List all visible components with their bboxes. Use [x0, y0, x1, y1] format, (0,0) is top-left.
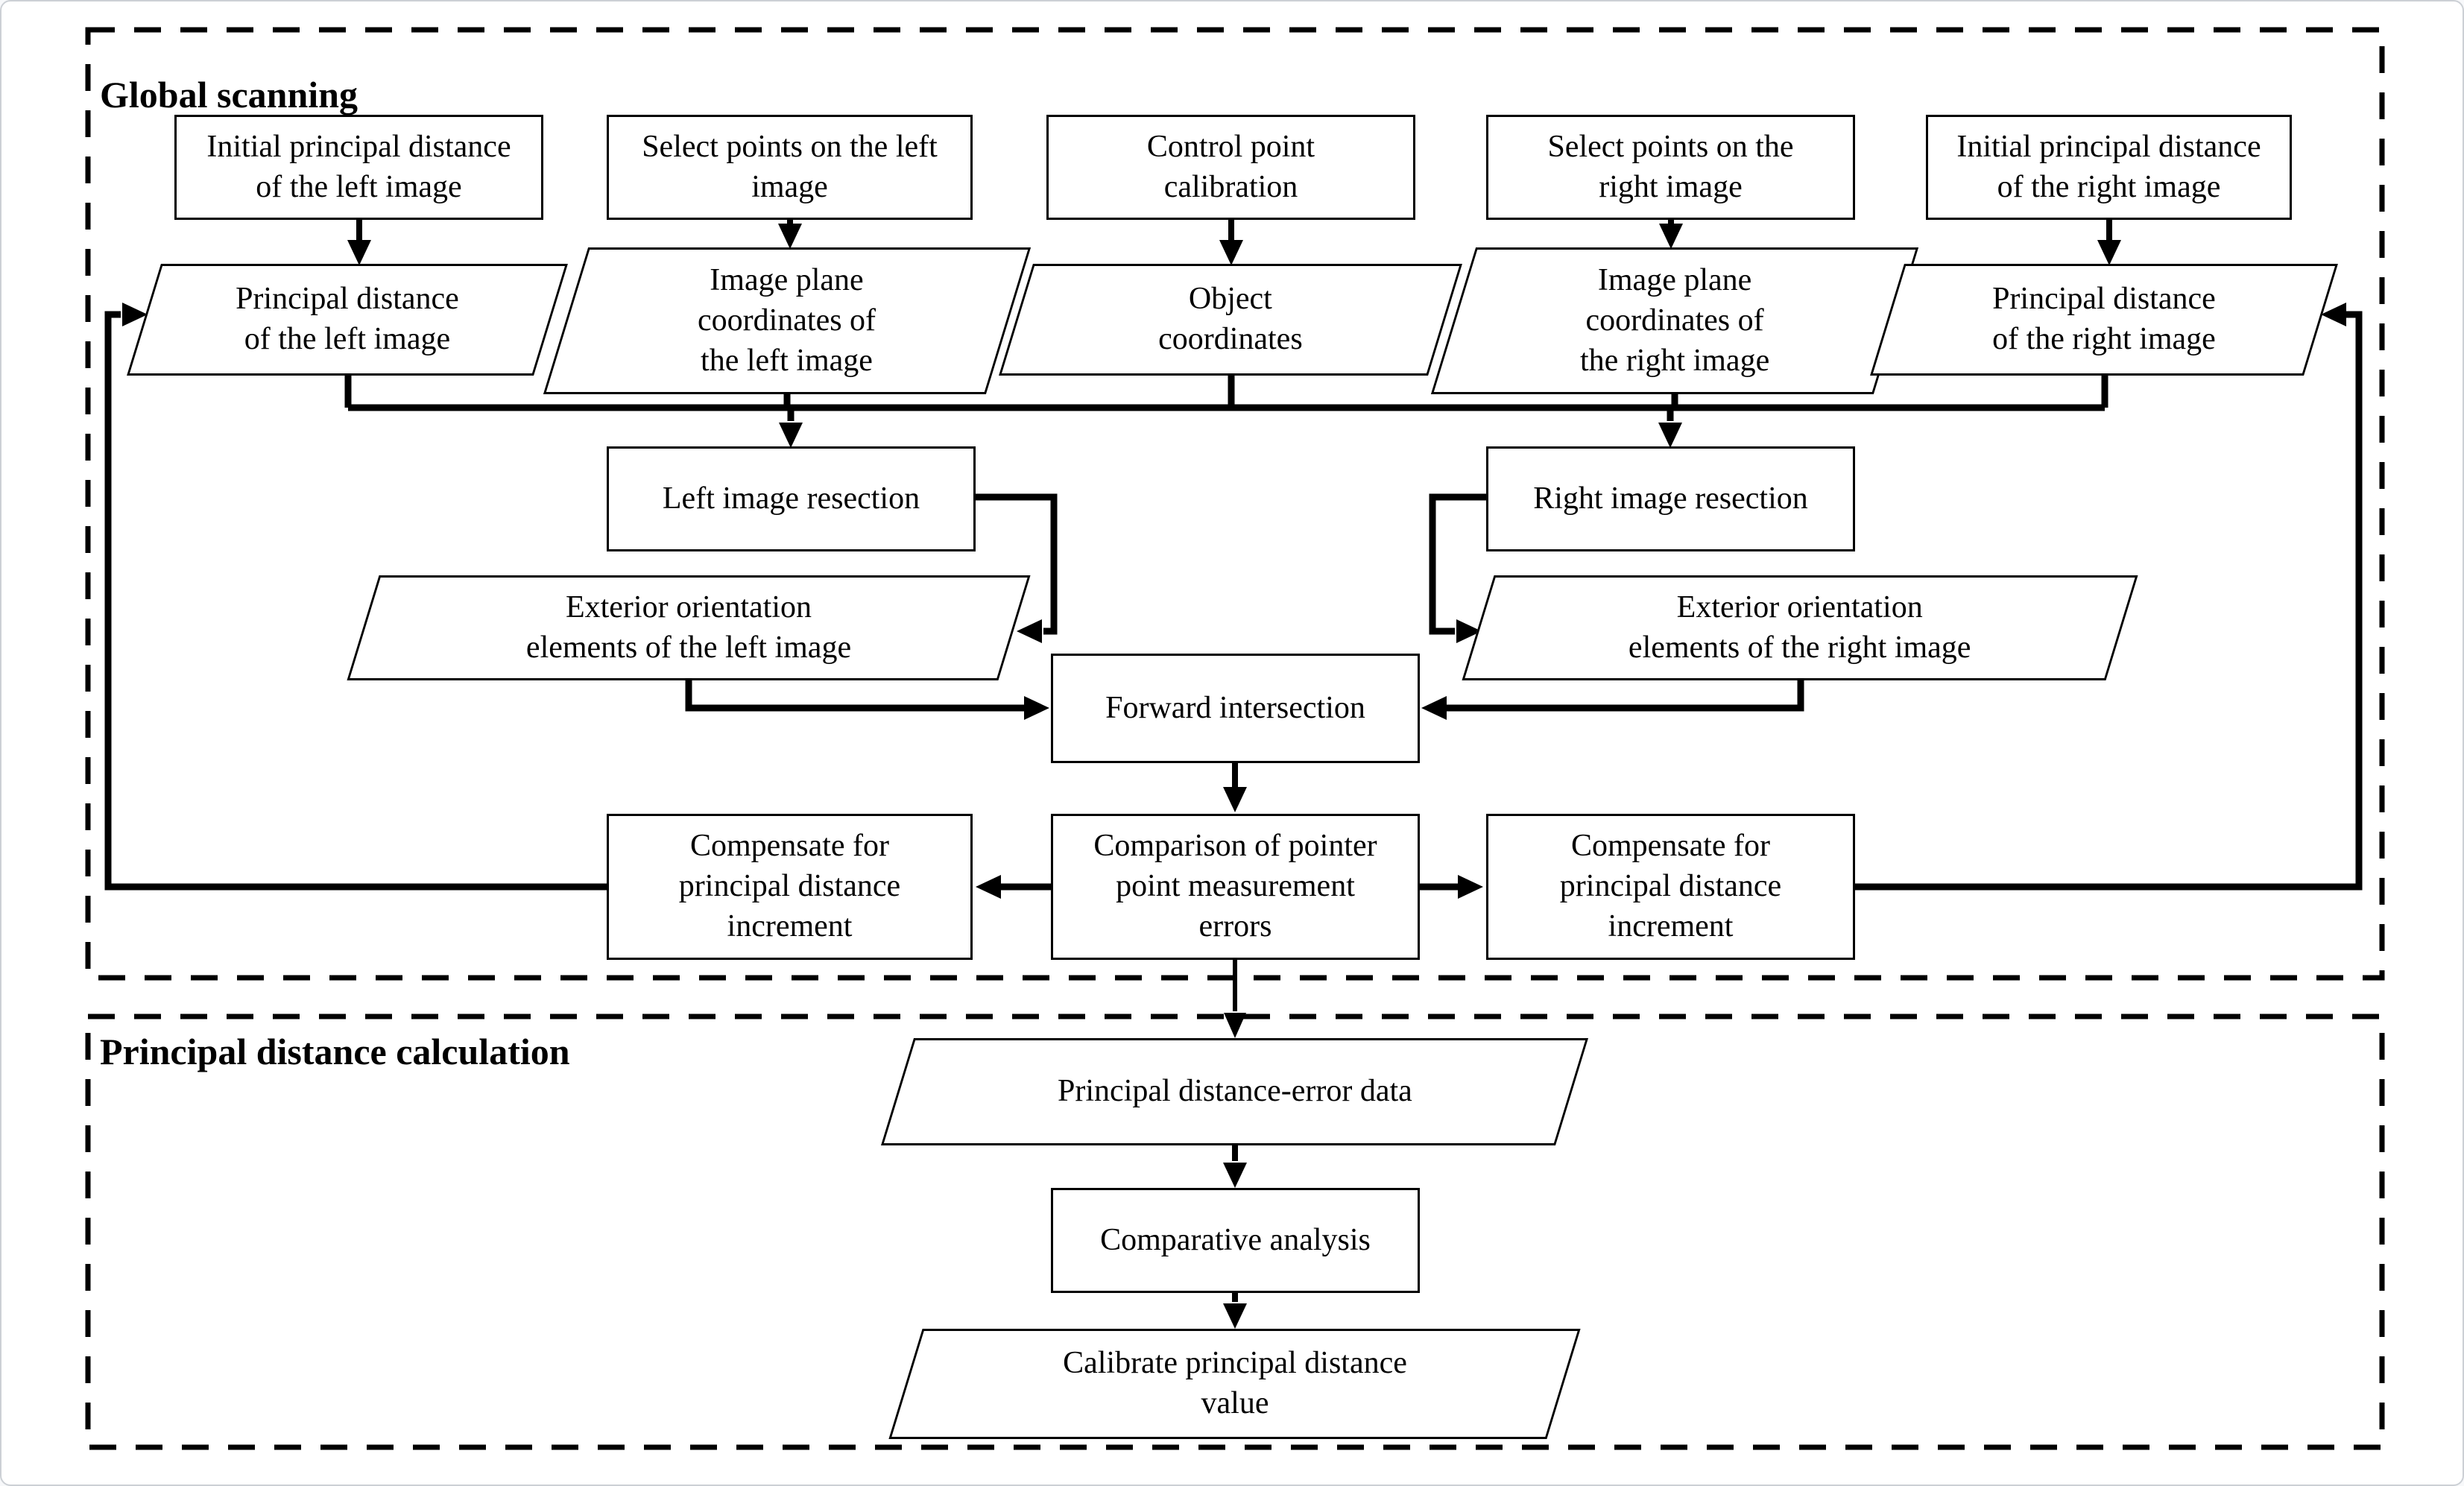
node-eo-left: Exterior orientation elements of the lef…: [347, 575, 1031, 680]
node-image-plane-left: Image plane coordinates of the left imag…: [543, 247, 1032, 394]
feedback-compensateright-pdright: [1855, 311, 2363, 891]
node-pd-right: Principal distance of the right image: [1870, 264, 2338, 376]
arrowhead: [1224, 1013, 1246, 1038]
node-forward-intersection: Forward intersection: [1051, 654, 1420, 763]
node-label: Initial principal distance of the right …: [1956, 129, 2261, 204]
arrowhead: [1223, 1303, 1247, 1329]
arrowhead: [1024, 696, 1049, 720]
node-eo-right: Exterior orientation elements of the rig…: [1462, 575, 2138, 680]
arrowhead: [1223, 787, 1247, 812]
arrowhead: [1421, 696, 1447, 720]
node-label: Right image resection: [1533, 481, 1808, 516]
node-label: Left image resection: [662, 481, 920, 516]
global-scanning-frame: [85, 27, 2385, 981]
arrowhead: [1658, 423, 1682, 448]
node-label: Image plane coordinates of the right ima…: [1579, 262, 1770, 378]
node-label: Compensate for principal distance increm…: [678, 829, 901, 943]
node-label: Comparative analysis: [1100, 1222, 1371, 1257]
node-label: Principal distance of the right image: [1992, 282, 2216, 356]
node-pd-error-data: Principal distance-error data: [880, 1038, 1589, 1145]
node-compensate-right: Compensate for principal distance increm…: [1486, 814, 1855, 960]
arrowhead: [1456, 619, 1482, 643]
arrowhead: [1017, 619, 1042, 643]
node-label: Exterior orientation elements of the rig…: [1629, 589, 1971, 665]
node-label: Principal distance-error data: [1057, 1074, 1412, 1109]
principal-distance-calculation-frame: [85, 1014, 2385, 1450]
node-label: Object coordinates: [1158, 282, 1303, 356]
arrowhead: [778, 224, 802, 249]
arrowhead: [1659, 224, 1683, 249]
feedback-compensateleft-pdleft: [104, 311, 607, 891]
arrowhead: [779, 423, 803, 448]
node-label: Compensate for principal distance increm…: [1559, 829, 1782, 943]
node-right-resection: Right image resection: [1486, 446, 1855, 551]
connector-leftresection-eoleft: [976, 493, 1058, 635]
node-comparative-analysis: Comparative analysis: [1051, 1188, 1420, 1293]
arrowhead: [1458, 875, 1483, 899]
node-label: Comparison of pointer point measurement …: [1093, 829, 1377, 943]
node-left-resection: Left image resection: [607, 446, 976, 551]
node-label: Initial principal distance of the left i…: [206, 129, 511, 204]
node-initial-pd-left: Initial principal distance of the left i…: [174, 115, 543, 220]
node-calibrate-pd-value: Calibrate principal distance value: [888, 1329, 1581, 1439]
connector-eoleft-forwardintersection: [685, 680, 1024, 712]
global-scanning-title: Global scanning: [100, 74, 358, 116]
node-initial-pd-right: Initial principal distance of the right …: [1926, 115, 2292, 220]
node-compensate-left: Compensate for principal distance increm…: [607, 814, 973, 960]
arrowhead: [2321, 303, 2346, 326]
node-object-coordinates: Object coordinates: [999, 264, 1462, 376]
arrowhead: [1223, 1163, 1247, 1188]
arrowhead: [1219, 240, 1243, 265]
connector-eoright-forwardintersection: [1447, 680, 1804, 712]
arrowhead: [122, 303, 148, 326]
node-control-point-calibration: Control point calibration: [1046, 115, 1415, 220]
node-comparison-errors: Comparison of pointer point measurement …: [1051, 814, 1420, 960]
node-label: Forward intersection: [1105, 690, 1365, 725]
node-label: Exterior orientation elements of the lef…: [525, 589, 852, 665]
node-label: Select points on the left image: [642, 129, 938, 204]
node-image-plane-right: Image plane coordinates of the right ima…: [1430, 247, 1919, 394]
node-label: Control point calibration: [1146, 129, 1315, 204]
principal-distance-calculation-title: Principal distance calculation: [100, 1031, 570, 1072]
arrowhead: [976, 875, 1001, 899]
node-label: Image plane coordinates of the left imag…: [698, 262, 876, 378]
node-select-points-right: Select points on the right image: [1486, 115, 1855, 220]
node-label: Select points on the right image: [1547, 129, 1794, 204]
node-label: Principal distance of the left image: [236, 282, 459, 356]
node-select-points-left: Select points on the left image: [607, 115, 973, 220]
arrowhead: [2097, 240, 2121, 265]
connector-rightresection-eoright: [1429, 493, 1486, 635]
arrowhead: [347, 240, 371, 265]
node-label: Calibrate principal distance value: [1062, 1346, 1407, 1420]
node-pd-left: Principal distance of the left image: [127, 264, 568, 376]
